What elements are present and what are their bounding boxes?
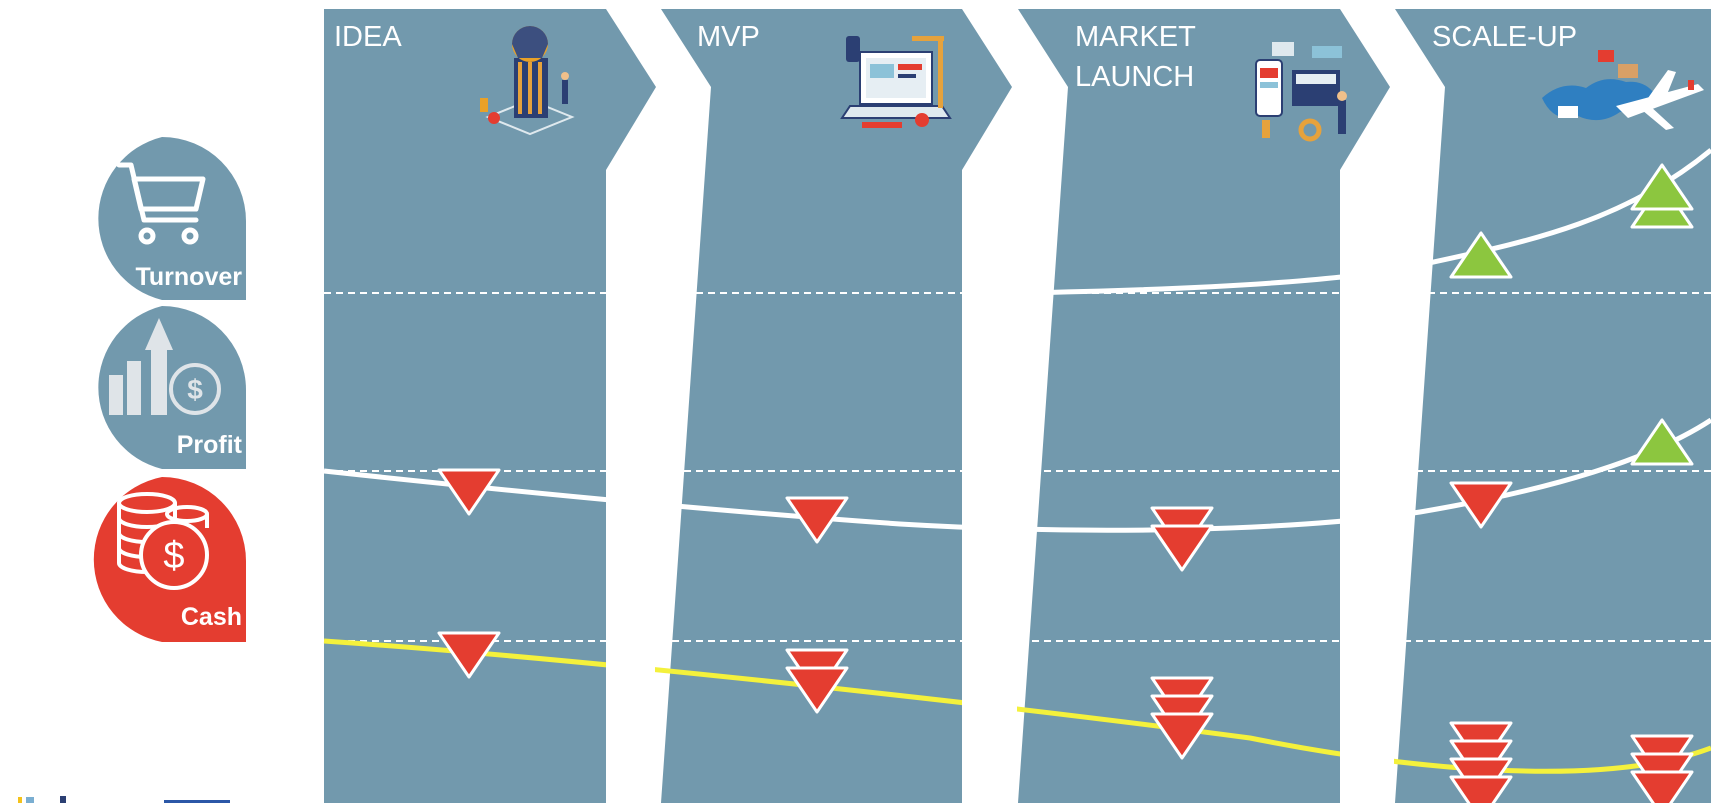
profit-down-marker-market-2 <box>1150 524 1214 572</box>
stage-panel-mvp <box>661 9 1012 803</box>
stage-panel-market <box>1018 9 1390 803</box>
stage-title-idea: IDEA <box>334 21 402 53</box>
laptop-prototype-illustration <box>840 36 952 128</box>
cash-down-marker-idea-1 <box>437 631 501 679</box>
stage-gap-1 <box>606 170 655 803</box>
metric-badge-cash: $ Cash <box>93 477 246 642</box>
stage-title-market-line2: LAUNCH <box>1075 61 1194 93</box>
metric-label-cash: Cash <box>181 603 242 631</box>
metric-label-turnover: Turnover <box>136 263 243 291</box>
growth-chart-dollar-icon: $ <box>109 318 221 415</box>
metric-label-profit: Profit <box>177 431 243 459</box>
cash-down-marker-scale-4 <box>1449 775 1513 803</box>
cash-down-marker-mvp-2 <box>785 666 849 714</box>
stage-title-mvp: MVP <box>697 21 760 53</box>
cash-down-marker-scale-3 <box>1630 770 1694 803</box>
metric-badges: Turnover $ Profit <box>93 137 246 642</box>
stage-panel-scale <box>1395 9 1711 803</box>
star-logo-icon <box>18 796 66 803</box>
eu-flag-icon <box>164 800 230 803</box>
stage-panel-idea <box>324 9 656 803</box>
shopping-cart-icon <box>116 162 206 245</box>
stage-gaps <box>606 170 1394 803</box>
turnover-up-marker-scale-2 <box>1630 163 1694 211</box>
profit-down-marker-idea-1 <box>437 468 501 516</box>
profit-down-marker-mvp-1 <box>785 496 849 544</box>
profit-curve <box>323 417 1711 533</box>
stage-titles: IDEA MVP MARKET LAUNCH SCALE-UP <box>334 21 1577 93</box>
stage-gap-2 <box>962 170 1017 803</box>
turnover-up-marker-scale-1 <box>1449 231 1513 279</box>
metric-badge-turnover: Turnover <box>98 137 246 300</box>
trend-markers <box>437 163 1694 803</box>
stage-title-scale: SCALE-UP <box>1432 21 1577 53</box>
person-with-lightbulb-illustration <box>480 26 575 136</box>
partner-logos <box>18 796 230 803</box>
baseline-dashed-lines <box>324 292 1711 642</box>
metric-badge-profit: $ Profit <box>98 306 246 469</box>
turnover-curve <box>1017 148 1711 296</box>
stage-title-market-line1: MARKET <box>1075 21 1196 53</box>
profit-up-marker-scale-1 <box>1630 418 1694 466</box>
profit-down-marker-scale-1 <box>1449 481 1513 529</box>
cash-down-marker-market-3 <box>1150 712 1214 760</box>
stage-panels <box>324 9 1711 803</box>
stage-gap-3 <box>1340 170 1394 803</box>
world-map-airplane-illustration <box>1542 50 1704 130</box>
dollar-sign-icon: $ <box>163 535 184 577</box>
coin-stack-dollar-icon <box>117 492 209 590</box>
market-devices-illustration <box>1255 42 1347 142</box>
svg-text:$: $ <box>187 374 203 405</box>
